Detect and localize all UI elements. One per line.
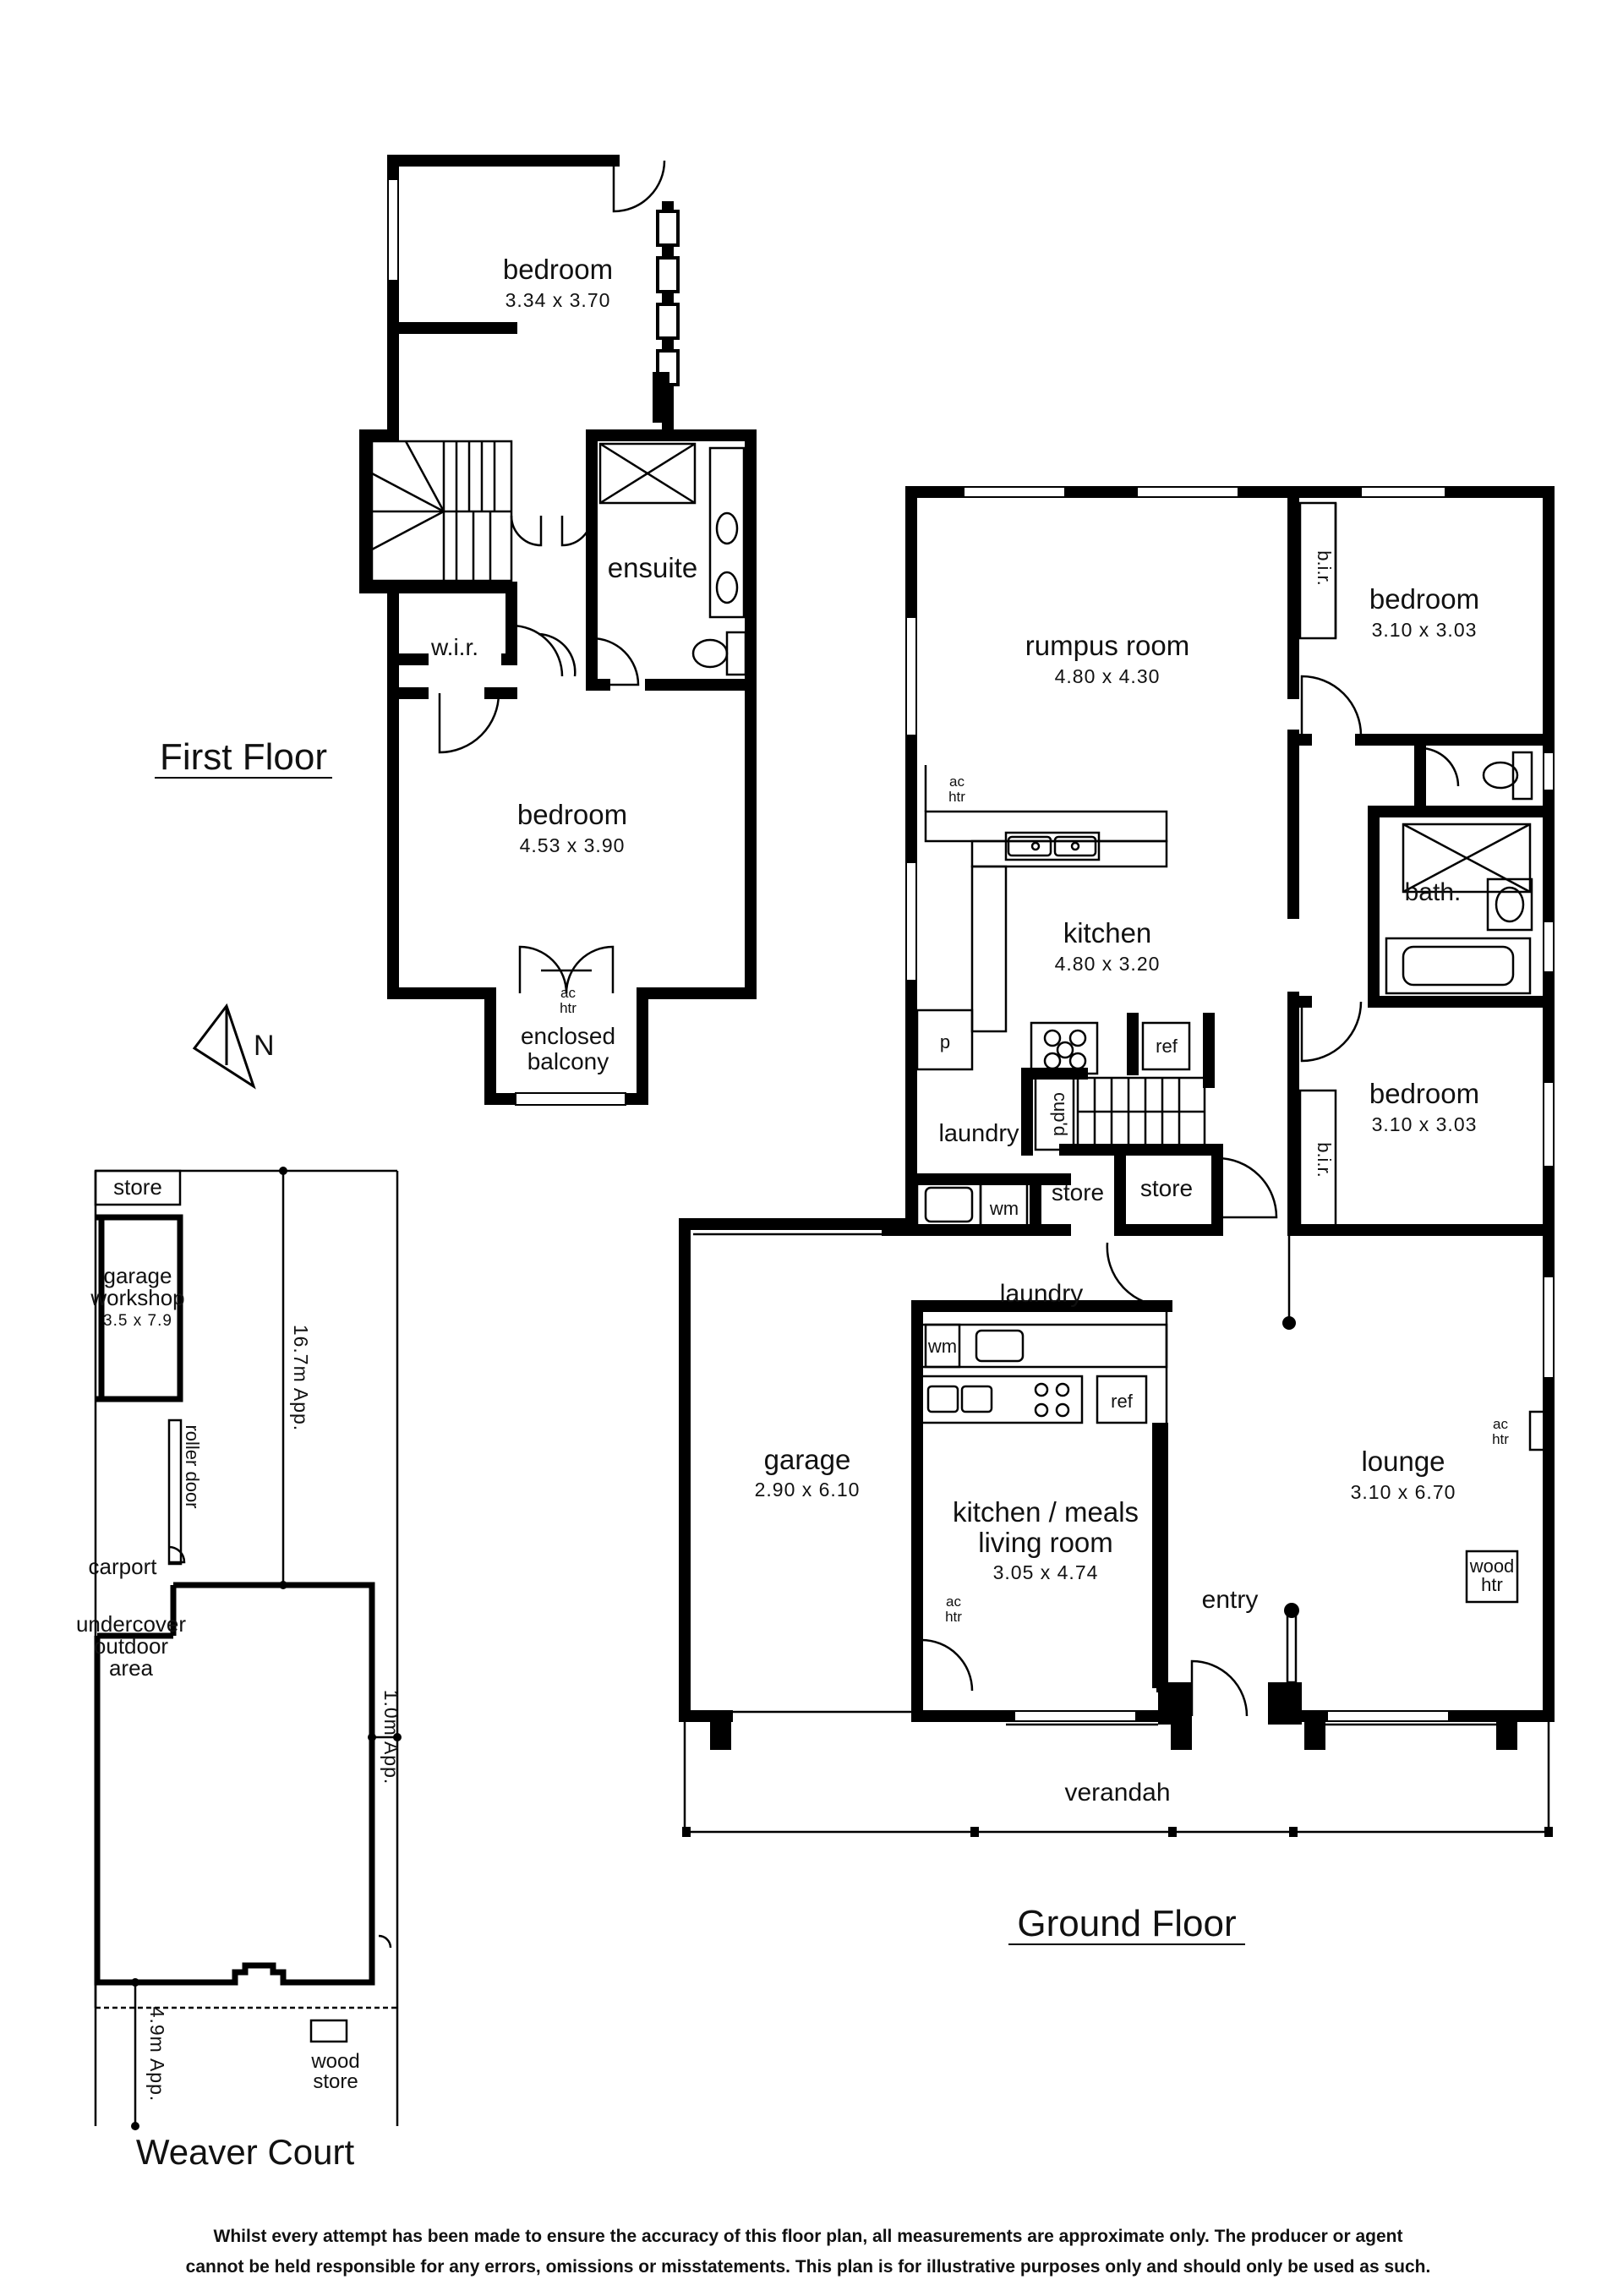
gf-lounge-htr: htr [1492, 1431, 1509, 1447]
gf-bir-2: b.i.r. [1314, 1142, 1335, 1178]
disclaimer-line-2: cannot be held responsible for any error… [186, 2257, 1431, 2277]
compass-north-label: N [254, 1030, 275, 1062]
site-plan [94, 1167, 402, 2130]
gf-kml-dims: 3.05 x 4.74 [993, 1561, 1099, 1583]
gf-entry-label: entry [1202, 1586, 1259, 1614]
gf-bedroom-1-label: bedroom [1369, 583, 1479, 615]
first-floor-title: First Floor [160, 736, 327, 778]
gf-wm-lower: wm [927, 1336, 957, 1357]
site-distance-front: 4.9m App. [146, 2007, 168, 2102]
gf-rumpus-htr: htr [948, 789, 965, 805]
gf-ref-upper: ref [1156, 1036, 1178, 1057]
gf-garage-label: garage [764, 1444, 851, 1475]
ground-floor-stairs [1076, 1076, 1206, 1147]
site-distance-side: 1.0m App. [380, 1690, 402, 1785]
site-roller-door: roller door [182, 1424, 203, 1508]
gf-kml-label-2: living room [978, 1527, 1113, 1558]
ff-ensuite-label: ensuite [608, 552, 697, 583]
site-outdoor-label-2: outdoor [94, 1633, 169, 1659]
ff-bedroom-top-label: bedroom [503, 254, 613, 285]
site-workshop-dims: 3.5 x 7.9 [103, 1312, 172, 1330]
gf-cupd: cup'd [1050, 1092, 1071, 1136]
gf-wm-upper: wm [989, 1198, 1019, 1219]
gf-laundry-upper: laundry [938, 1120, 1019, 1147]
ff-balcony-htr: htr [560, 1000, 577, 1016]
gf-ref-lower: ref [1111, 1391, 1134, 1412]
gf-store-1: store [1052, 1179, 1104, 1205]
site-workshop-label-2: workshop [90, 1285, 184, 1310]
site-workshop-label-1: garage [104, 1263, 172, 1288]
gf-kitchen-label: kitchen [1063, 917, 1152, 948]
first-floor-stairs [370, 440, 513, 582]
gf-rumpus-label: rumpus room [1025, 630, 1189, 661]
ff-balcony-label-2: balcony [527, 1048, 609, 1074]
gf-kml-htr: htr [945, 1609, 962, 1625]
gf-wood-heater-2: htr [1481, 1574, 1503, 1595]
ff-bedroom-main-dims: 4.53 x 3.90 [520, 834, 626, 856]
gf-bir-1: b.i.r. [1314, 550, 1335, 586]
gf-kml-label-1: kitchen / meals [953, 1496, 1139, 1528]
gf-laundry-lower: laundry [1000, 1280, 1083, 1308]
gf-bedroom-1-dims: 3.10 x 3.03 [1372, 619, 1478, 641]
site-wood-store-1: wood [310, 2050, 359, 2073]
site-store-label: store [113, 1174, 162, 1200]
gf-kml-ac: ac [946, 1594, 961, 1610]
site-wood-store-2: store [313, 2070, 358, 2093]
disclaimer-line-1: Whilst every attempt has been made to en… [214, 2227, 1403, 2246]
site-carport-label: carport [89, 1554, 158, 1579]
ff-balcony-label-1: enclosed [521, 1023, 615, 1049]
first-floor-plan [359, 155, 757, 1106]
gf-pantry: p [940, 1031, 950, 1052]
compass-icon [192, 1003, 256, 1090]
site-outdoor-label-3: area [109, 1655, 154, 1681]
gf-bedroom-2-dims: 3.10 x 3.03 [1372, 1113, 1478, 1135]
gf-rumpus-dims: 4.80 x 4.30 [1055, 665, 1161, 687]
gf-bath-label: bath. [1405, 878, 1462, 906]
gf-rumpus-ac: ac [949, 774, 965, 790]
ff-bedroom-main-label: bedroom [517, 799, 627, 830]
ff-balcony-ac: ac [560, 985, 576, 1001]
gf-verandah-label: verandah [1064, 1779, 1170, 1807]
site-title: Weaver Court [136, 2132, 355, 2172]
gf-lounge-ac: ac [1493, 1416, 1508, 1432]
gf-bedroom-2-label: bedroom [1369, 1078, 1479, 1109]
gf-lounge-label: lounge [1361, 1446, 1445, 1477]
gf-lounge-dims: 3.10 x 6.70 [1351, 1481, 1456, 1503]
ground-floor-plan [679, 486, 1555, 1837]
site-distance-long: 16.7m App. [290, 1325, 312, 1431]
gf-garage-dims: 2.90 x 6.10 [755, 1479, 861, 1501]
gf-kitchen-dims: 4.80 x 3.20 [1055, 953, 1161, 975]
ground-floor-title: Ground Floor [1017, 1903, 1236, 1944]
gf-store-2: store [1140, 1175, 1193, 1201]
ff-wir-label: w.i.r. [430, 634, 478, 660]
gf-wood-heater-1: wood [1469, 1555, 1515, 1577]
site-outdoor-label-1: undercover [76, 1611, 186, 1637]
ff-bedroom-top-dims: 3.34 x 3.70 [505, 289, 611, 311]
